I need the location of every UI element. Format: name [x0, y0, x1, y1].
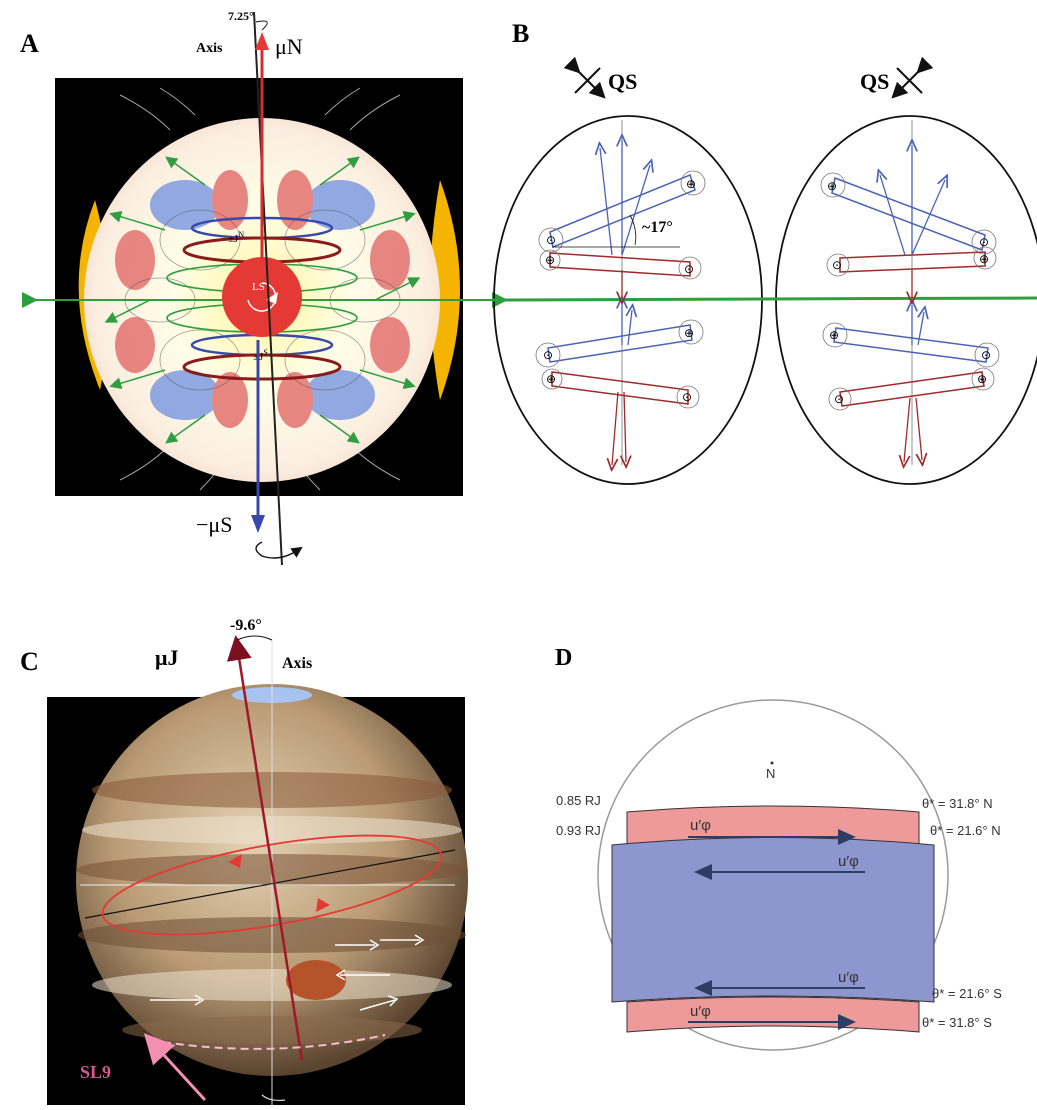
qs-label-left: QS [608, 69, 637, 94]
svg-text:⊕: ⊕ [545, 253, 555, 267]
theta-label-3: θ* = 21.6° S [932, 986, 1002, 1001]
sl9-label: SL9 [80, 1062, 111, 1082]
panel-d-label: D [555, 645, 572, 671]
panel-b-label: B [512, 19, 529, 48]
mu-n-arrowhead [255, 32, 269, 50]
svg-text:⊙: ⊙ [546, 233, 556, 247]
north-label: N [766, 766, 775, 781]
loop-red-south [182, 353, 342, 381]
north-pole-dot [770, 761, 774, 765]
qs-symbol-right [891, 56, 934, 99]
rotation-axis [253, 11, 283, 566]
inner-field-lines [124, 209, 401, 391]
left-loops: ⊙ ⊕ ⊕ ⊙ ⊙ ⊕ ⊕ ⊙ [535, 140, 706, 465]
mu-j-label: μJ [155, 645, 178, 670]
equator-line-b [491, 296, 1037, 302]
theta-label-1: θ* = 31.8° N [922, 796, 993, 811]
tilt-arc [255, 20, 268, 31]
tilt-label-c: -9.6° [230, 617, 262, 634]
svg-text:⊕: ⊕ [684, 326, 694, 340]
mu-n-label: μN [275, 34, 303, 59]
u-label-2: u′φ [838, 853, 859, 870]
sl9-arrow [143, 1033, 207, 1102]
magnetic-equator-line [84, 849, 456, 919]
rotation-curl-c [261, 1094, 286, 1102]
svg-text:⊕: ⊕ [829, 328, 839, 342]
panel-a-label: A [20, 29, 39, 58]
panel-d: D u′φ u′φ u′φ u′φ N 0.85 RJ 0.93 RJ θ* =… [555, 645, 1002, 1051]
axis-label: Axis [196, 41, 223, 56]
tilt-arc-c [236, 635, 273, 641]
flow-arrows [150, 934, 425, 1011]
svg-text:⊕: ⊕ [977, 372, 987, 386]
right-loops: ⊕ ⊙ ⊙ ⊕ ⊕ ⊙ ⊙ ⊕ [820, 145, 1000, 462]
mu-s-arrowhead [251, 515, 265, 533]
u-label-4: u′φ [690, 1003, 711, 1020]
u-label-1: u′φ [690, 817, 711, 834]
field-lobes [115, 170, 410, 428]
jn-label: ±JN [228, 230, 244, 245]
red-orbit [101, 834, 443, 936]
svg-text:⊙: ⊙ [682, 390, 692, 404]
rotation-curl-icon [255, 541, 303, 559]
orbit-arrow-2 [316, 898, 330, 912]
core-rotation-icon [247, 282, 277, 312]
svg-text:⊙: ⊙ [834, 392, 844, 406]
mu-j-axis [226, 635, 304, 1061]
panel-c: C -9.6° μJ [20, 617, 468, 1105]
radius-label-2: 0.93 RJ [556, 823, 601, 838]
u-label-3: u′φ [838, 969, 859, 986]
core-sphere [222, 257, 302, 337]
qs-label-right: QS [860, 69, 889, 94]
axis-label-c: Axis [282, 655, 312, 672]
qs-symbol-left [563, 56, 606, 99]
angle-label: ~17° [642, 219, 673, 236]
svg-text:⊙: ⊙ [981, 348, 991, 362]
great-red-spot [286, 960, 346, 1000]
svg-text:⊙: ⊙ [979, 235, 989, 249]
panel-b: B QS QS ⊙ ⊕ ⊕ ⊙ [491, 19, 1037, 485]
orbit-arrow-1 [228, 854, 242, 868]
sl9-impact-path [149, 1034, 386, 1050]
tilt-label: 7.25° [228, 9, 254, 23]
panel-c-label: C [20, 647, 39, 676]
mu-s-label: −μS [196, 512, 232, 537]
theta-label-4: θ* = 31.8° S [922, 1015, 992, 1030]
svg-text:⊕: ⊕ [546, 372, 556, 386]
core-label: LS [252, 281, 265, 293]
panel-a: A [20, 9, 508, 566]
svg-text:⊙: ⊙ [832, 258, 842, 272]
blue-band [611, 837, 935, 1003]
radius-label-1: 0.85 RJ [556, 793, 601, 808]
crescent-right [430, 180, 460, 400]
svg-text:⊙: ⊙ [684, 262, 694, 276]
svg-text:⊕: ⊕ [979, 252, 989, 266]
svg-text:⊙: ⊙ [543, 348, 553, 362]
svg-text:⊕: ⊕ [827, 179, 837, 193]
green-radial-arrows [104, 156, 421, 444]
theta-label-2: θ* = 21.6° N [930, 823, 1001, 838]
svg-text:⊕: ⊕ [686, 177, 696, 191]
